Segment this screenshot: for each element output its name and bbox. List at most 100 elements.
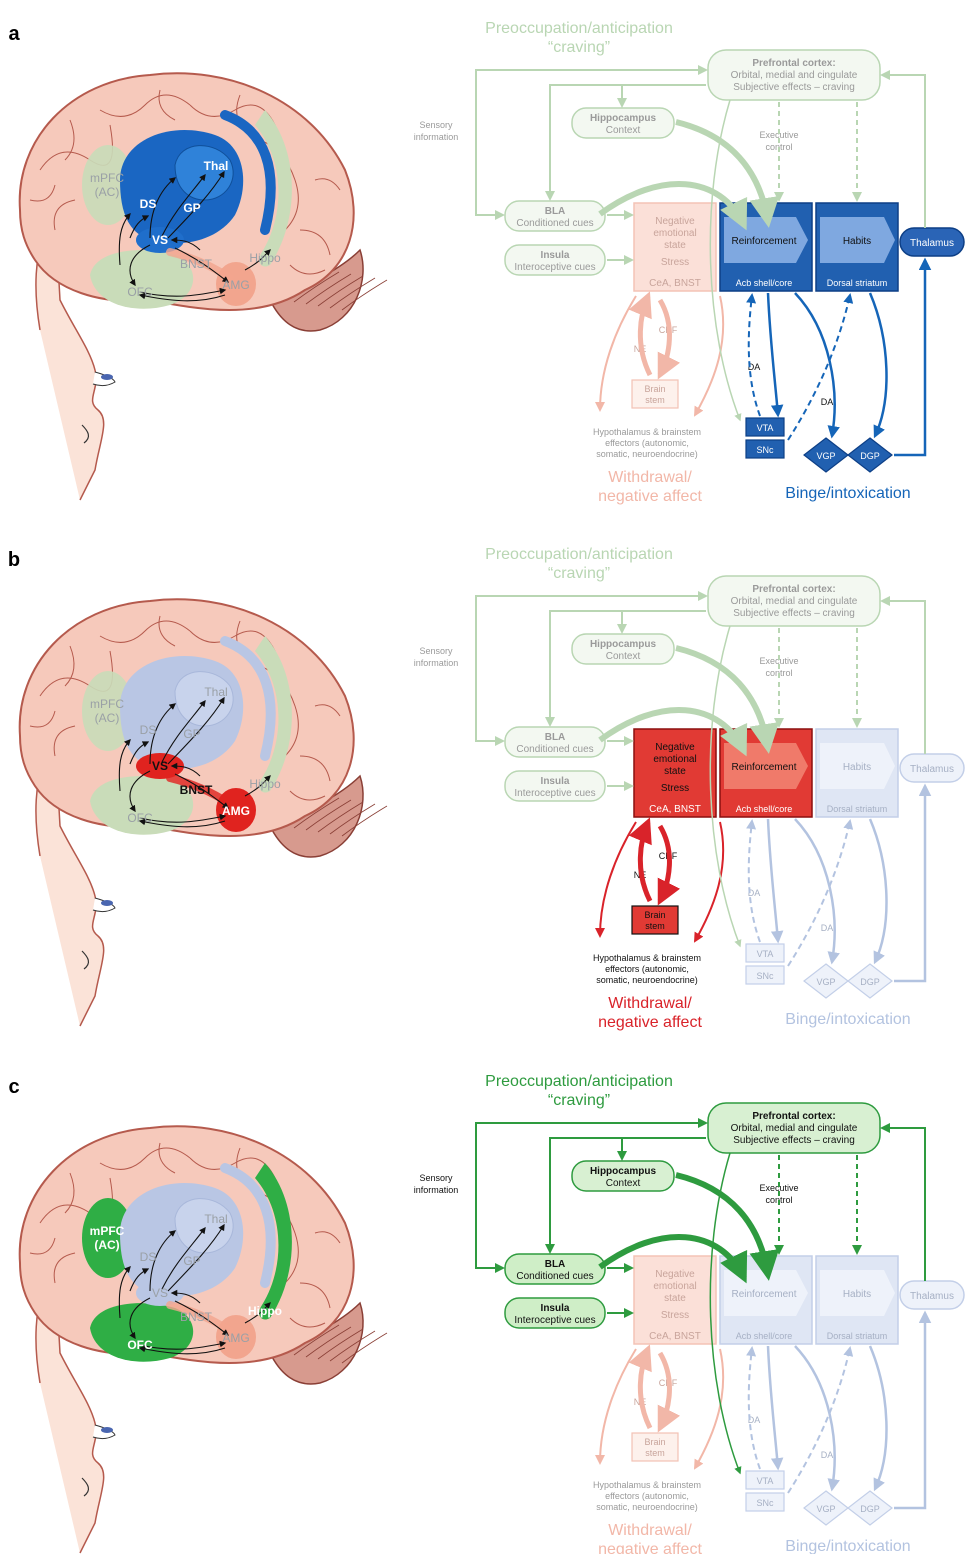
brain-pathway-arrow	[129, 1297, 151, 1340]
hypothalamus-label: Hypothalamus & brainstem	[593, 427, 701, 437]
insula-label: Insula	[541, 250, 570, 261]
reinforcement-label: Reinforcement	[731, 1289, 796, 1300]
brain-label-bnst: BNST	[180, 257, 213, 271]
brain-pathway-arrow	[129, 215, 150, 239]
context-label: Context	[606, 651, 641, 662]
habits-label: Habits	[843, 236, 871, 247]
brain-label-ds: DS	[140, 1250, 157, 1264]
thalamus-label: Thalamus	[910, 238, 954, 249]
cerebellum-fold	[305, 799, 352, 831]
brain-gyrus	[53, 725, 76, 757]
stress-label: Stress	[661, 257, 689, 268]
sensory-label: Sensory	[419, 1173, 453, 1183]
cerebellum-fold	[329, 277, 376, 309]
thalamus-region	[174, 671, 234, 727]
da-label-1: DA	[748, 362, 761, 372]
brain-label-ac: (AC)	[95, 711, 120, 725]
pfc-to-vta-arrow	[709, 625, 742, 948]
brain-gyrus	[158, 1142, 176, 1174]
brain-label-hippo: Hippo	[249, 251, 281, 265]
crf-arrow	[657, 1351, 681, 1433]
cerebellum-fold	[305, 1326, 352, 1358]
executive-label: Executive	[759, 1183, 798, 1193]
hippocampus-label: Hippocampus	[590, 113, 657, 124]
thalamus-to-pfc-arrow	[880, 596, 926, 754]
cerebellum-fold	[329, 1330, 376, 1362]
snc-label: SNc	[756, 445, 774, 455]
iris-icon	[101, 374, 113, 380]
snc-box	[745, 965, 785, 985]
negative-state-box	[633, 728, 717, 818]
brain-pathway-arrow	[118, 213, 131, 266]
negative-label-1: Negative	[655, 742, 695, 753]
bnst-band	[166, 774, 234, 808]
thalamus-region	[174, 1198, 234, 1254]
brain-label-gp: GP	[183, 1254, 200, 1268]
hippocampus-to-acb-arrow	[675, 119, 780, 228]
hypothalamus-sub1: effectors (autonomic,	[605, 1491, 689, 1501]
stage-title-craving: “craving”	[548, 565, 610, 582]
caudate-tail	[220, 636, 276, 761]
dgp-diamond	[847, 437, 893, 473]
brain-gyrus	[314, 178, 341, 191]
executive-label: Executive	[759, 130, 798, 140]
hippocampus-box	[571, 107, 675, 139]
hypothalamus-sub2: somatic, neuroendocrine)	[596, 449, 698, 459]
negative-state-box	[633, 1255, 717, 1345]
brain-pathway-arrow	[138, 292, 226, 302]
dgp-label: DGP	[860, 977, 880, 987]
pfc-label: Prefrontal cortex:	[752, 58, 835, 69]
vta-box	[745, 1470, 785, 1490]
stage-title-preoccupation: Preoccupation/anticipation	[485, 1073, 673, 1090]
vgp-diamond	[803, 437, 849, 473]
pfc-sub1: Orbital, medial and cingulate	[731, 596, 858, 607]
brain-label-vs: VS	[152, 1286, 168, 1300]
brain-gyrus	[29, 184, 56, 202]
vta-box	[745, 417, 785, 437]
brain-pathway-arrow	[149, 177, 177, 239]
brain-label-ds: DS	[140, 197, 157, 211]
brain-label-ofc: OFC	[127, 1338, 153, 1352]
hypothalamus-sub1: effectors (autonomic,	[605, 438, 689, 448]
habits-arrow-shape	[820, 217, 895, 263]
brain-gyrus	[64, 645, 75, 687]
habits-label: Habits	[843, 762, 871, 773]
stage-title-negative-affect: negative affect	[598, 1541, 702, 1554]
negative-label-2: emotional	[653, 228, 696, 239]
brain-gyrus	[314, 704, 341, 717]
hypothalamus-arrow-left	[595, 295, 637, 412]
snc-to-ds-da-arrow	[787, 819, 854, 967]
interoceptive-cues-label: Interoceptive cues	[514, 788, 595, 799]
snc-to-ds-da-arrow	[787, 1346, 854, 1494]
hippocampus-to-acb-arrow	[675, 1172, 780, 1281]
brain-pathway-arrow	[244, 1302, 271, 1324]
brain-gyrus	[99, 94, 191, 117]
brain-label-ac: (AC)	[94, 1238, 119, 1252]
stage-title-withdrawal: Withdrawal/	[608, 1522, 692, 1539]
stage-title-binge: Binge/intoxication	[785, 485, 910, 502]
brain-gyrus	[158, 615, 176, 647]
snc-box	[745, 1492, 785, 1512]
brain-stem-sub: stem	[645, 921, 665, 931]
brain-gyrus	[99, 1147, 191, 1170]
bla-box	[504, 200, 606, 232]
pfc-sub2: Subjective effects – craving	[733, 82, 855, 93]
hippocampus-box	[571, 633, 675, 665]
nose-icon	[81, 950, 90, 970]
negative-label-1: Negative	[655, 216, 695, 227]
sensory-label: Sensory	[419, 120, 453, 130]
brain-pathway-arrow	[138, 818, 226, 828]
cerebellum-fold	[293, 797, 340, 829]
brain-gyrus	[29, 710, 56, 728]
brain-gyrus	[158, 89, 176, 121]
acb-to-vta-arrow	[766, 292, 784, 418]
snc-to-ds-da-arrow	[787, 293, 854, 441]
vta-to-acb-da-arrow	[746, 1346, 761, 1470]
brain-stem-label: Brain	[644, 384, 665, 394]
brain-gyrus	[99, 620, 191, 643]
thalamus-box	[899, 227, 965, 257]
stage-title-withdrawal: Withdrawal/	[608, 995, 692, 1012]
snc-box	[745, 439, 785, 459]
